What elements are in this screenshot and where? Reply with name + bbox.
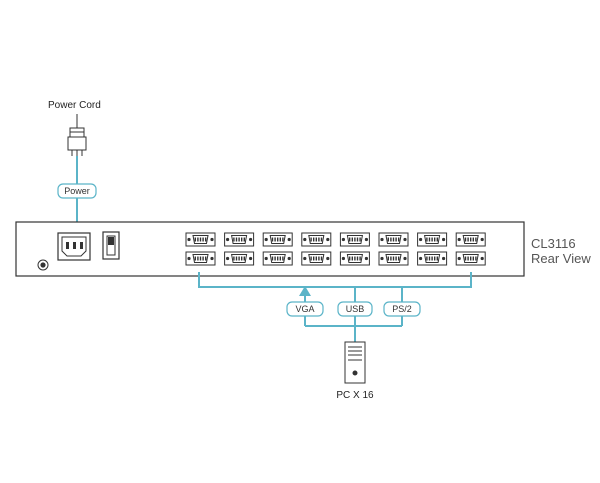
kvm-port-icon — [185, 232, 216, 247]
usb-tag-label: USB — [346, 304, 365, 314]
kvm-port-icon — [455, 251, 486, 266]
kvm-port-icon — [224, 251, 255, 266]
kvm-port-icon — [301, 251, 332, 266]
kvm-port-icon — [301, 232, 332, 247]
kvm-port-icon — [455, 232, 486, 247]
pc-label: PC X 16 — [336, 390, 374, 401]
kvm-port-icon — [339, 232, 370, 247]
kvm-port-icon — [378, 251, 409, 266]
kvm-port-icon — [185, 251, 216, 266]
ground-screw-icon — [37, 259, 49, 271]
kvm-port-icon — [339, 251, 370, 266]
kvm-port-icon — [378, 232, 409, 247]
ps2-tag: PS/2 — [383, 301, 421, 317]
model-label: CL3116 — [531, 236, 576, 251]
kvm-port-grid — [185, 232, 486, 266]
vga-tag-label: VGA — [295, 304, 314, 314]
pc-tower-icon — [344, 341, 366, 384]
view-label: Rear View — [531, 251, 591, 266]
kvm-port-icon — [417, 251, 448, 266]
plug-icon — [67, 114, 87, 156]
kvm-port-icon — [262, 232, 293, 247]
vga-cable — [299, 286, 311, 326]
bus-cable — [198, 272, 472, 288]
vga-tag: VGA — [286, 301, 324, 317]
kvm-port-icon — [417, 232, 448, 247]
ps2-tag-label: PS/2 — [392, 304, 412, 314]
kvm-port-icon — [262, 251, 293, 266]
device-rear-panel — [15, 221, 525, 277]
power-tag: Power — [57, 183, 97, 199]
kvm-port-icon — [224, 232, 255, 247]
ac-inlet-icon — [57, 232, 91, 261]
usb-tag: USB — [337, 301, 373, 317]
power-switch-icon — [102, 231, 120, 260]
power-cord-label: Power Cord — [48, 100, 101, 111]
power-tag-label: Power — [64, 186, 90, 196]
